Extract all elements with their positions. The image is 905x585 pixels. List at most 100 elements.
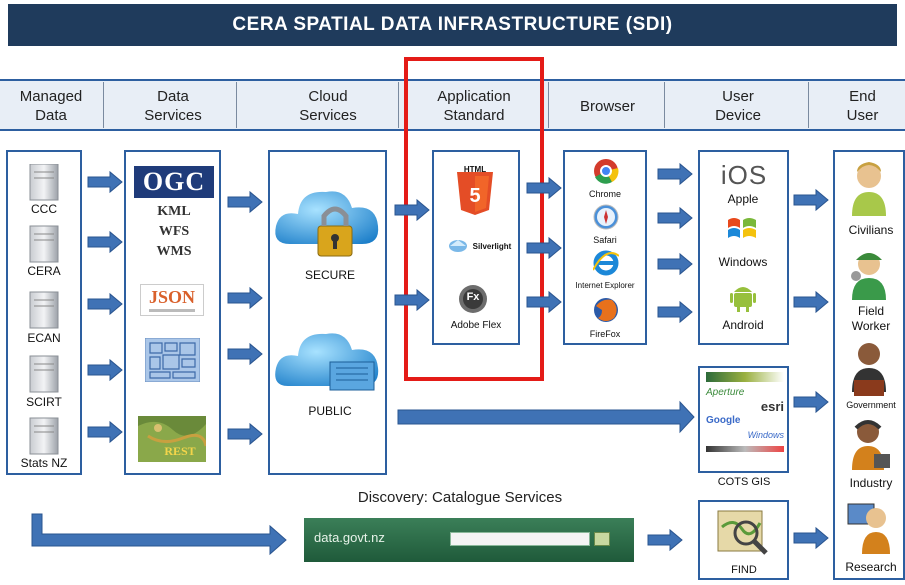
windows-logo: Windows bbox=[747, 430, 784, 440]
managed-data-label: CERA bbox=[27, 264, 61, 278]
map-grid-icon bbox=[145, 338, 200, 382]
flow-arrow bbox=[227, 191, 263, 213]
flow-arrow bbox=[793, 391, 829, 413]
ogc-format-label: WFS bbox=[158, 224, 190, 239]
flow-arrow bbox=[526, 291, 562, 313]
ogc-logo: OGC KML WFS WMS bbox=[134, 166, 214, 266]
html5-label: HTML bbox=[463, 165, 487, 174]
header-data-services: Data Services bbox=[144, 88, 202, 124]
gis-logo-strip bbox=[706, 446, 784, 452]
end-user-label: Government bbox=[846, 400, 896, 410]
browser-label: Internet Explorer bbox=[575, 281, 635, 290]
page-title: CERA SPATIAL DATA INFRASTRUCTURE (SDI) bbox=[8, 4, 897, 46]
server-icon bbox=[29, 225, 59, 263]
end-user-label: Industry bbox=[849, 476, 893, 490]
silverlight-label: Silverlight bbox=[472, 242, 512, 251]
header-divider bbox=[548, 82, 549, 128]
browser-label: Chrome bbox=[588, 189, 621, 199]
ogc-format-label: WMS bbox=[156, 244, 192, 259]
html5-number: 5 bbox=[469, 185, 481, 207]
json-logo: JSON bbox=[140, 284, 204, 316]
cots-gis-panel bbox=[698, 366, 789, 473]
flow-arrow bbox=[87, 421, 123, 443]
header-divider bbox=[236, 82, 237, 128]
datagov-logo: data.govt.nz bbox=[314, 530, 385, 545]
datagov-search-input[interactable] bbox=[450, 532, 590, 546]
ios-logo: iOS bbox=[720, 160, 768, 190]
end-user-label: Field Worker bbox=[851, 304, 891, 333]
header-browser: Browser bbox=[579, 97, 635, 115]
header-divider bbox=[398, 82, 399, 128]
aperture-logo: Aperture bbox=[706, 387, 745, 398]
firefox-icon bbox=[594, 298, 618, 322]
server-icon bbox=[29, 291, 59, 329]
header-user-device: User Device bbox=[715, 88, 761, 124]
managed-data-label: SCIRT bbox=[26, 395, 62, 409]
ogc-logo-text: OGC bbox=[134, 166, 214, 198]
cots-gis-label: COTS GIS bbox=[717, 476, 771, 488]
header-end-user: End User bbox=[846, 88, 879, 124]
find-label: FIND bbox=[731, 564, 757, 576]
flow-arrow-discovery bbox=[31, 513, 287, 556]
secure-label: SECURE bbox=[304, 268, 355, 282]
user-device-panel bbox=[698, 150, 789, 345]
datagov-search-button[interactable] bbox=[594, 532, 610, 546]
flow-arrow bbox=[87, 231, 123, 253]
android-icon bbox=[730, 287, 756, 312]
device-label-android: Android bbox=[722, 318, 764, 332]
research-icon bbox=[847, 503, 890, 554]
flow-arrow bbox=[87, 359, 123, 381]
safari-icon bbox=[593, 204, 619, 230]
google-logo: Google bbox=[706, 415, 741, 426]
header-application-standard: Application Standard bbox=[437, 88, 511, 124]
datagov-banner: data.govt.nz bbox=[304, 518, 634, 562]
government-icon bbox=[852, 343, 886, 396]
ogc-format-label: KML bbox=[157, 204, 191, 219]
browser-label: Safari bbox=[593, 235, 617, 245]
esri-logo: esri bbox=[760, 399, 784, 414]
flow-arrow bbox=[87, 293, 123, 315]
flow-arrow bbox=[793, 189, 829, 211]
public-cloud-icon bbox=[275, 333, 379, 391]
column-header-band bbox=[0, 79, 905, 131]
end-user-label: Civilians bbox=[848, 223, 894, 237]
application-standard-highlight bbox=[404, 57, 544, 381]
server-icon bbox=[29, 164, 59, 201]
header-cloud-services: Cloud Services bbox=[299, 88, 357, 124]
civilian-icon bbox=[852, 162, 886, 216]
header-divider bbox=[808, 82, 809, 128]
public-label: PUBLIC bbox=[308, 404, 352, 418]
silverlight-icon bbox=[449, 240, 467, 252]
managed-data-label: Stats NZ bbox=[20, 456, 68, 470]
flow-arrow bbox=[87, 171, 123, 193]
server-icon-group bbox=[29, 164, 59, 455]
adobe-flex-label: Adobe Flex bbox=[450, 320, 502, 331]
find-map-icon bbox=[717, 510, 768, 555]
rest-logo-text: REST bbox=[164, 444, 196, 458]
flow-arrow bbox=[657, 207, 693, 229]
server-icon bbox=[29, 417, 59, 455]
flow-arrow bbox=[793, 527, 829, 549]
cots-gis-logos: Aperture esri Google Windows bbox=[706, 372, 784, 470]
managed-data-label: CCC bbox=[31, 202, 57, 216]
header-managed-data: Managed Data bbox=[19, 88, 83, 124]
adobe-flex-icon bbox=[459, 285, 487, 313]
flow-arrow bbox=[526, 237, 562, 259]
device-label-windows: Windows bbox=[718, 255, 768, 269]
device-label-apple: Apple bbox=[727, 192, 759, 206]
flow-arrow bbox=[647, 529, 683, 551]
server-icon bbox=[29, 355, 59, 393]
windows-icon bbox=[728, 218, 756, 238]
flow-arrow bbox=[227, 423, 263, 445]
internet-explorer-icon bbox=[593, 250, 619, 276]
end-user-label: Research bbox=[845, 560, 897, 574]
flow-arrow bbox=[657, 163, 693, 185]
flow-arrow bbox=[526, 177, 562, 199]
flow-arrow bbox=[394, 199, 430, 221]
flow-arrow bbox=[657, 301, 693, 323]
html5-icon bbox=[457, 172, 493, 215]
header-divider bbox=[664, 82, 665, 128]
flow-arrow bbox=[793, 291, 829, 313]
flow-arrow bbox=[394, 289, 430, 311]
